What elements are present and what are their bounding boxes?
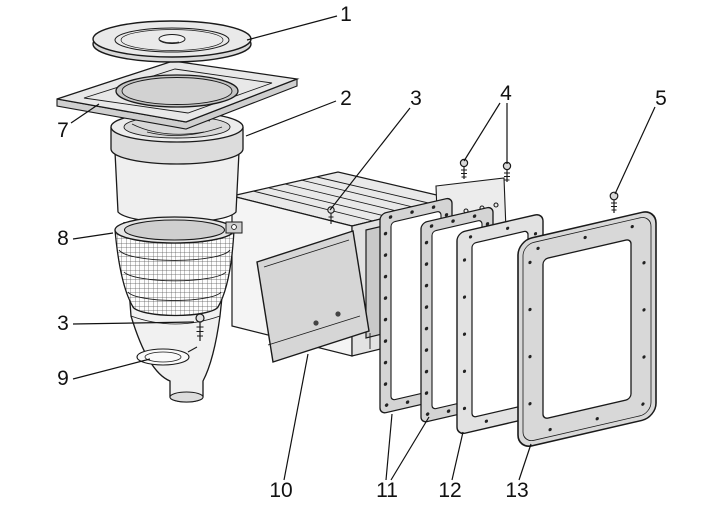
basket-part [114, 216, 243, 317]
callout-label-3-lower: 3 [57, 312, 69, 335]
leader-lines [70, 15, 656, 481]
callout-label-4: 4 [500, 82, 512, 105]
callout-label-1: 1 [340, 3, 352, 26]
callout-label-2: 2 [340, 87, 352, 110]
screw-cover-left [459, 158, 469, 179]
callout-label-7: 7 [57, 119, 69, 142]
screw-faceplate [609, 191, 619, 213]
callout-label-3-upper: 3 [410, 87, 422, 110]
faceplate-part [517, 211, 657, 447]
float-valve-part [136, 346, 198, 366]
callout-label-12: 12 [438, 479, 461, 502]
weir-door-part [256, 230, 370, 363]
callout-label-10: 10 [269, 479, 292, 502]
lid-part [92, 20, 252, 63]
screw-throat [327, 206, 335, 224]
deck-plate-part [56, 60, 300, 130]
callout-label-8: 8 [57, 227, 69, 250]
callout-label-11: 11 [376, 479, 398, 502]
callout-label-9: 9 [57, 367, 69, 390]
callout-label-13: 13 [505, 479, 528, 502]
callout-label-5: 5 [655, 87, 667, 110]
